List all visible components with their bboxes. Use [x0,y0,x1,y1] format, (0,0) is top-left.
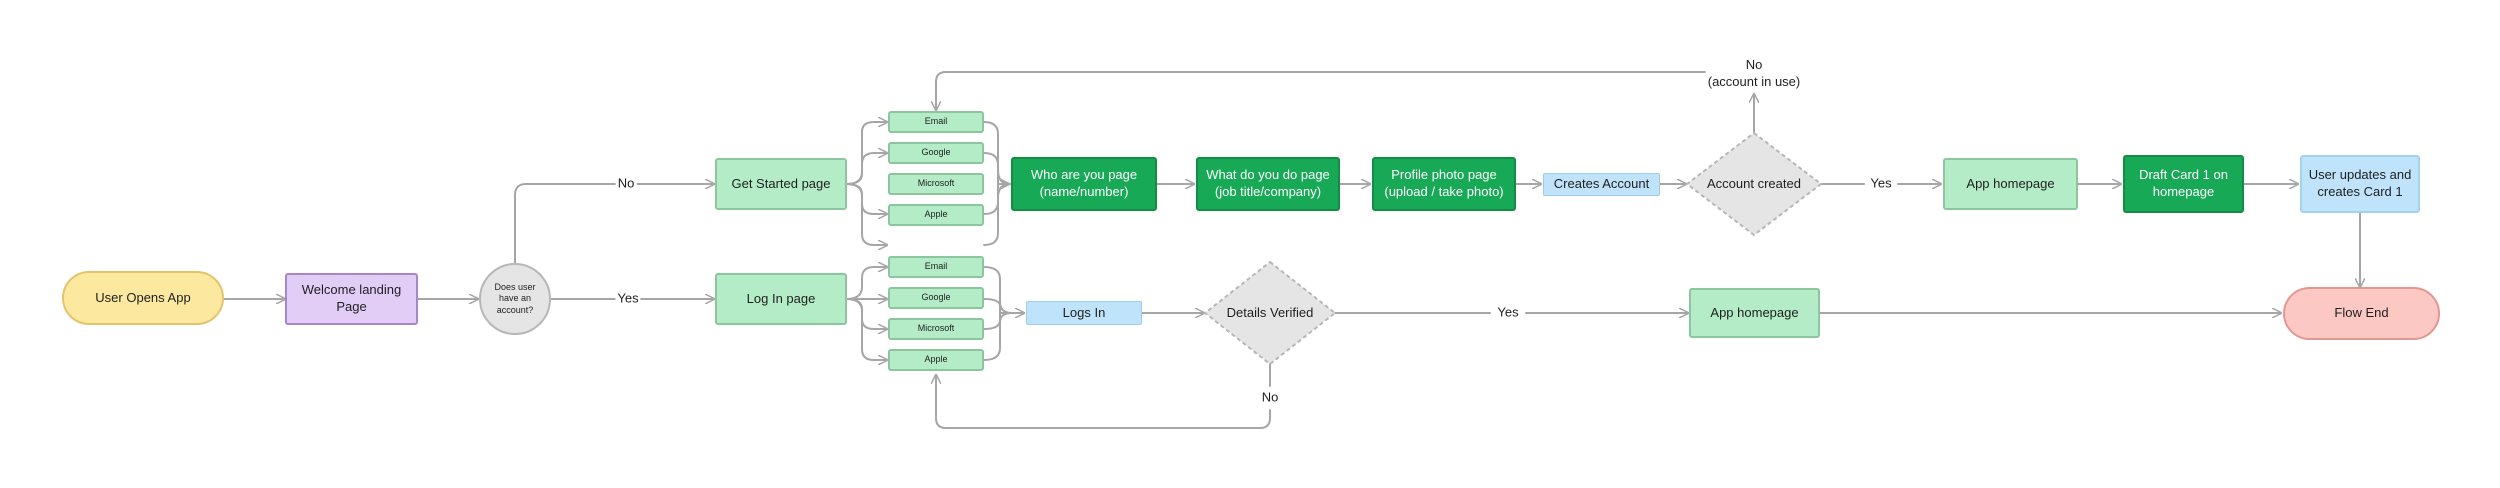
details-verified-text: Details Verified [1226,304,1314,320]
signup-microsoft-option: Microsoft [888,173,984,195]
edge-label-verified-yes: Yes [1495,304,1521,322]
flow-end-node: Flow End [2283,287,2440,340]
app-homepage-bottom-node: App homepage [1689,288,1820,338]
login-email-option: Email [888,256,984,278]
user-updates-node: User updates and creates Card 1 [2300,155,2420,213]
edge-label-yes-account: Yes [615,290,641,308]
diamond-account-created [1685,131,1823,237]
login-google-option: Google [888,287,984,309]
who-are-you-node: Who are you page (name/number) [1011,157,1157,211]
signup-google-option: Google [888,142,984,164]
get-started-node: Get Started page [715,158,847,210]
welcome-landing-node: Welcome landing Page [285,273,418,325]
edge-decision-no [514,184,715,265]
what-do-you-do-node: What do you do page (job title/company) [1196,157,1340,211]
signup-apple-option: Apple [888,204,984,226]
diamond-details-verified [1203,260,1337,366]
edge-label-account-in-use: No (account in use) [1705,57,1803,91]
edge-label-verified-no: No [1259,389,1281,407]
edge-label-account-created-yes: Yes [1868,175,1894,193]
login-apple-option: Apple [888,349,984,371]
creates-account-label: Creates Account [1543,173,1660,196]
draft-card-node: Draft Card 1 on homepage [2123,155,2244,213]
edge-label-no-account: No [615,175,637,193]
has-account-decision: Does user have an account? [479,263,551,335]
account-created-text: Account created [1707,175,1801,191]
start-node: User Opens App [62,271,224,325]
signup-email-option: Email [888,111,984,133]
logs-in-label: Logs In [1026,301,1142,325]
app-homepage-top-node: App homepage [1943,158,2078,210]
profile-photo-node: Profile photo page (upload / take photo) [1372,157,1516,211]
login-page-node: Log In page [715,273,847,325]
login-microsoft-option: Microsoft [888,318,984,340]
